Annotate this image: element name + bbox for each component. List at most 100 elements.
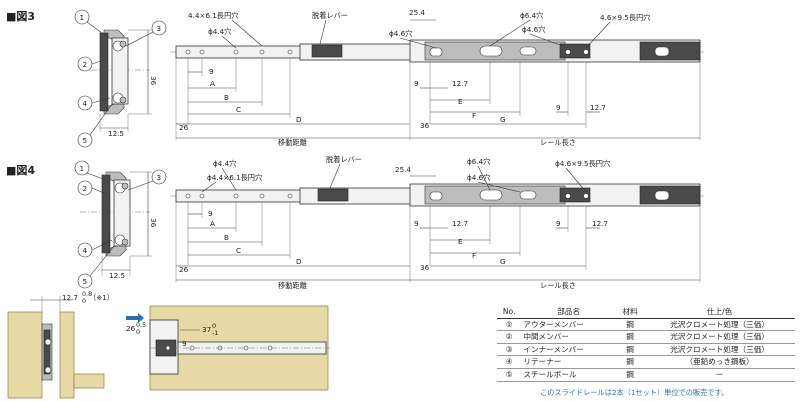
svg-text:3: 3	[157, 173, 162, 182]
svg-text:9: 9	[209, 67, 214, 76]
svg-text:12.7: 12.7	[592, 219, 608, 228]
svg-text:0.5: 0.5	[136, 321, 146, 329]
fig4-dimensions: 9 A B C 26 D 移動距離 9 12.7 E F G 9 12.7 36…	[175, 202, 701, 290]
svg-text:脱着レバー: 脱着レバー	[326, 155, 362, 164]
svg-text:移動距離: 移動距離	[278, 138, 307, 147]
svg-text:9: 9	[414, 219, 419, 228]
svg-text:G: G	[500, 115, 506, 124]
svg-text:12.7: 12.7	[62, 293, 78, 302]
fig4-labels: ϕ4.4穴 ϕ4.4×6.1長円穴 脱着レバー 25.4 ϕ6.4穴 ϕ4.6穴…	[201, 155, 610, 193]
svg-text:E: E	[458, 97, 463, 106]
svg-text:D: D	[296, 115, 302, 124]
table-row: ⑤ スチールボール 鋼 ー	[497, 368, 795, 382]
install-section-view: 12.7 0.8 0 （※1）	[7, 290, 114, 399]
svg-text:36: 36	[420, 121, 430, 130]
svg-text:A: A	[210, 79, 215, 88]
svg-text:A: A	[210, 219, 215, 228]
svg-text:5: 5	[83, 277, 88, 286]
svg-text:ϕ4.6穴: ϕ4.6穴	[522, 25, 545, 34]
sales-note: このスライドレールは2本（1セット）単位での販売です。	[540, 388, 729, 397]
fig4-side-rail	[170, 183, 705, 207]
svg-text:36: 36	[149, 76, 158, 86]
svg-text:12.7: 12.7	[452, 219, 468, 228]
fig3-side-rail	[170, 39, 705, 63]
svg-text:2: 2	[83, 184, 88, 193]
table-row: ① アウターメンバー 鋼 光沢クロメート処理（三価）	[497, 318, 795, 332]
svg-text:ϕ6.4穴: ϕ6.4穴	[520, 11, 543, 20]
svg-text:ϕ4.4穴: ϕ4.4穴	[208, 27, 231, 36]
svg-text:5: 5	[83, 136, 88, 145]
svg-text:4: 4	[83, 246, 88, 255]
svg-text:1: 1	[80, 164, 85, 173]
parts-table-header: No. 部品名 材料 仕上/色	[497, 306, 795, 319]
svg-text:37: 37	[202, 325, 211, 334]
table-row: ④ リテーナー 鋼 （亜鉛めっき鋼板）	[497, 355, 795, 369]
svg-text:レール長さ: レール長さ	[540, 138, 576, 147]
svg-text:12.7: 12.7	[590, 103, 606, 112]
svg-text:26: 26	[179, 265, 189, 274]
svg-text:12.7: 12.7	[452, 79, 468, 88]
svg-text:B: B	[224, 93, 229, 102]
fig4-section-dims: 36 12.5	[101, 171, 158, 280]
svg-text:3: 3	[157, 24, 162, 33]
svg-text:9: 9	[208, 209, 213, 218]
fig3-dimensions: 9 A B C 26 D 移動距離 9 12.7 E F G 9 12.7 36…	[175, 58, 701, 147]
svg-text:ϕ4.6×9.5長円穴: ϕ4.6×9.5長円穴	[555, 159, 610, 168]
svg-text:B: B	[224, 233, 229, 242]
svg-text:9: 9	[414, 79, 419, 88]
svg-text:0: 0	[212, 322, 216, 330]
svg-text:ϕ4.4穴: ϕ4.4穴	[213, 159, 236, 168]
svg-text:ϕ4.4×6.1長円穴: ϕ4.4×6.1長円穴	[207, 173, 262, 182]
fig4-callouts: 1 2 3 4 5	[74, 160, 167, 289]
parts-table: No. 部品名 材料 仕上/色 ① アウターメンバー 鋼 光沢クロメート処理（三…	[497, 306, 795, 382]
svg-text:脱着レバー: 脱着レバー	[312, 11, 348, 20]
svg-text:25.4: 25.4	[409, 8, 425, 17]
fig4-title: ■図4	[6, 163, 35, 177]
fig3-title: ■図3	[6, 9, 35, 23]
svg-text:36: 36	[420, 263, 430, 272]
svg-text:12.5: 12.5	[109, 271, 125, 280]
svg-text:9: 9	[182, 339, 187, 348]
svg-text:D: D	[296, 257, 302, 266]
svg-text:36: 36	[149, 218, 158, 228]
svg-text:ϕ6.4穴: ϕ6.4穴	[467, 157, 490, 166]
svg-text:G: G	[500, 257, 506, 266]
svg-text:9: 9	[556, 103, 561, 112]
svg-text:レール長さ: レール長さ	[540, 281, 576, 290]
fig3-cross-section	[80, 29, 150, 115]
col-finish: 仕上/色	[644, 306, 795, 319]
svg-text:C: C	[236, 246, 241, 255]
fig3-callouts: 1 2 3 4 5	[74, 9, 167, 148]
svg-text:25.4: 25.4	[395, 165, 411, 174]
col-no: No.	[497, 306, 522, 319]
svg-text:E: E	[458, 237, 463, 246]
svg-text:4.6×9.5長円穴: 4.6×9.5長円穴	[600, 13, 650, 22]
table-row: ③ インナーメンバー 鋼 光沢クロメート処理（三価）	[497, 343, 795, 357]
svg-text:ϕ4.6穴: ϕ4.6穴	[467, 173, 490, 182]
svg-text:4.4×6.1長円穴: 4.4×6.1長円穴	[188, 11, 238, 20]
svg-text:2: 2	[83, 60, 88, 69]
table-row: ② 中間メンバー 鋼 光沢クロメート処理（三価）	[497, 330, 795, 344]
svg-text:12.5: 12.5	[108, 129, 124, 138]
fig3-labels: 4.4×6.1長円穴 ϕ4.4穴 脱着レバー 25.4 ϕ4.6穴 ϕ6.4穴 …	[188, 8, 650, 49]
svg-text:9: 9	[556, 219, 561, 228]
svg-text:0.8: 0.8	[82, 290, 92, 298]
col-part-name: 部品名	[521, 306, 616, 319]
svg-text:0: 0	[136, 328, 140, 336]
svg-text:4: 4	[83, 99, 88, 108]
svg-text:26: 26	[179, 123, 189, 132]
svg-text:F: F	[472, 111, 476, 120]
col-material: 材料	[616, 306, 645, 319]
fig3-section-dims: 36 12.5	[99, 29, 158, 138]
svg-text:C: C	[236, 105, 241, 114]
svg-text:（※1）: （※1）	[89, 293, 114, 302]
svg-text:移動距離: 移動距離	[278, 281, 307, 290]
svg-text:ϕ4.6穴: ϕ4.6穴	[389, 29, 412, 38]
fig4-cross-section	[80, 171, 150, 257]
svg-text:0: 0	[82, 297, 86, 305]
svg-text:26: 26	[126, 324, 136, 333]
svg-text:1: 1	[80, 13, 85, 22]
svg-text:F: F	[472, 251, 476, 260]
svg-text:-1: -1	[212, 329, 218, 337]
